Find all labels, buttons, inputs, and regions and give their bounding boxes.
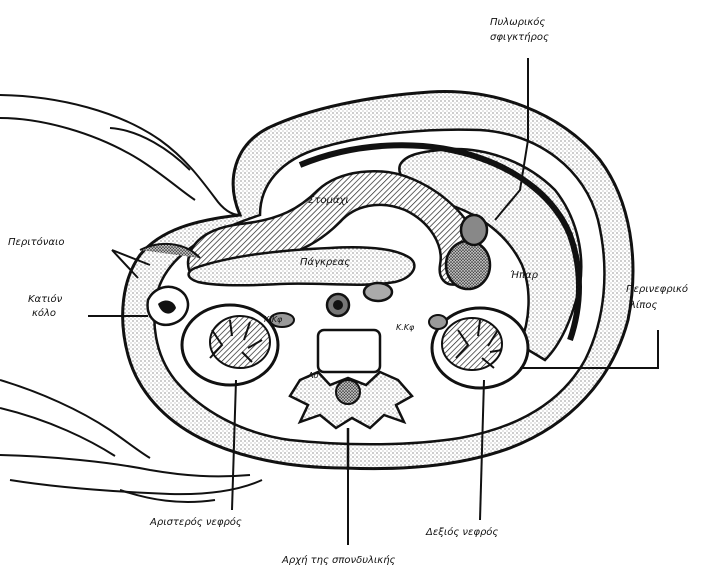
label-aorta: Ao	[307, 371, 318, 380]
label-perirenal-fat-1: Περινεφρικό	[626, 283, 688, 295]
label-pancreas: Πάγκρεας	[300, 256, 350, 268]
label-spine-root: Αρχή της σπονδυλικής	[281, 554, 396, 566]
label-left-kidney: Αριστερός νεφρός	[149, 516, 242, 528]
label-perirenal-fat-2: λίπος	[629, 299, 657, 311]
label-descending-colon-1: Κατιόν	[28, 293, 63, 305]
upper-hand-illustration	[0, 95, 240, 215]
label-pyloric-sphincter-2: σφιγκτήρος	[490, 31, 549, 43]
label-descending-colon-2: κόλο	[32, 307, 56, 319]
label-right-kidney: Δεξιός νεφρός	[425, 526, 498, 538]
vena-cava-vessel	[364, 283, 392, 301]
label-vena-cava: Κ.Κφ	[396, 323, 415, 332]
label-peritoneum: Περιτόναιο	[8, 236, 64, 248]
pyloric-bulb	[446, 241, 490, 289]
duodenum-oval	[461, 215, 487, 245]
label-liver: Ήπαρ	[510, 269, 539, 281]
label-stomach: Στομάχι	[308, 194, 349, 206]
label-inferior-vena: Κ.Κφ	[264, 315, 283, 324]
label-pyloric-sphincter-1: Πυλωρικός	[490, 16, 545, 28]
